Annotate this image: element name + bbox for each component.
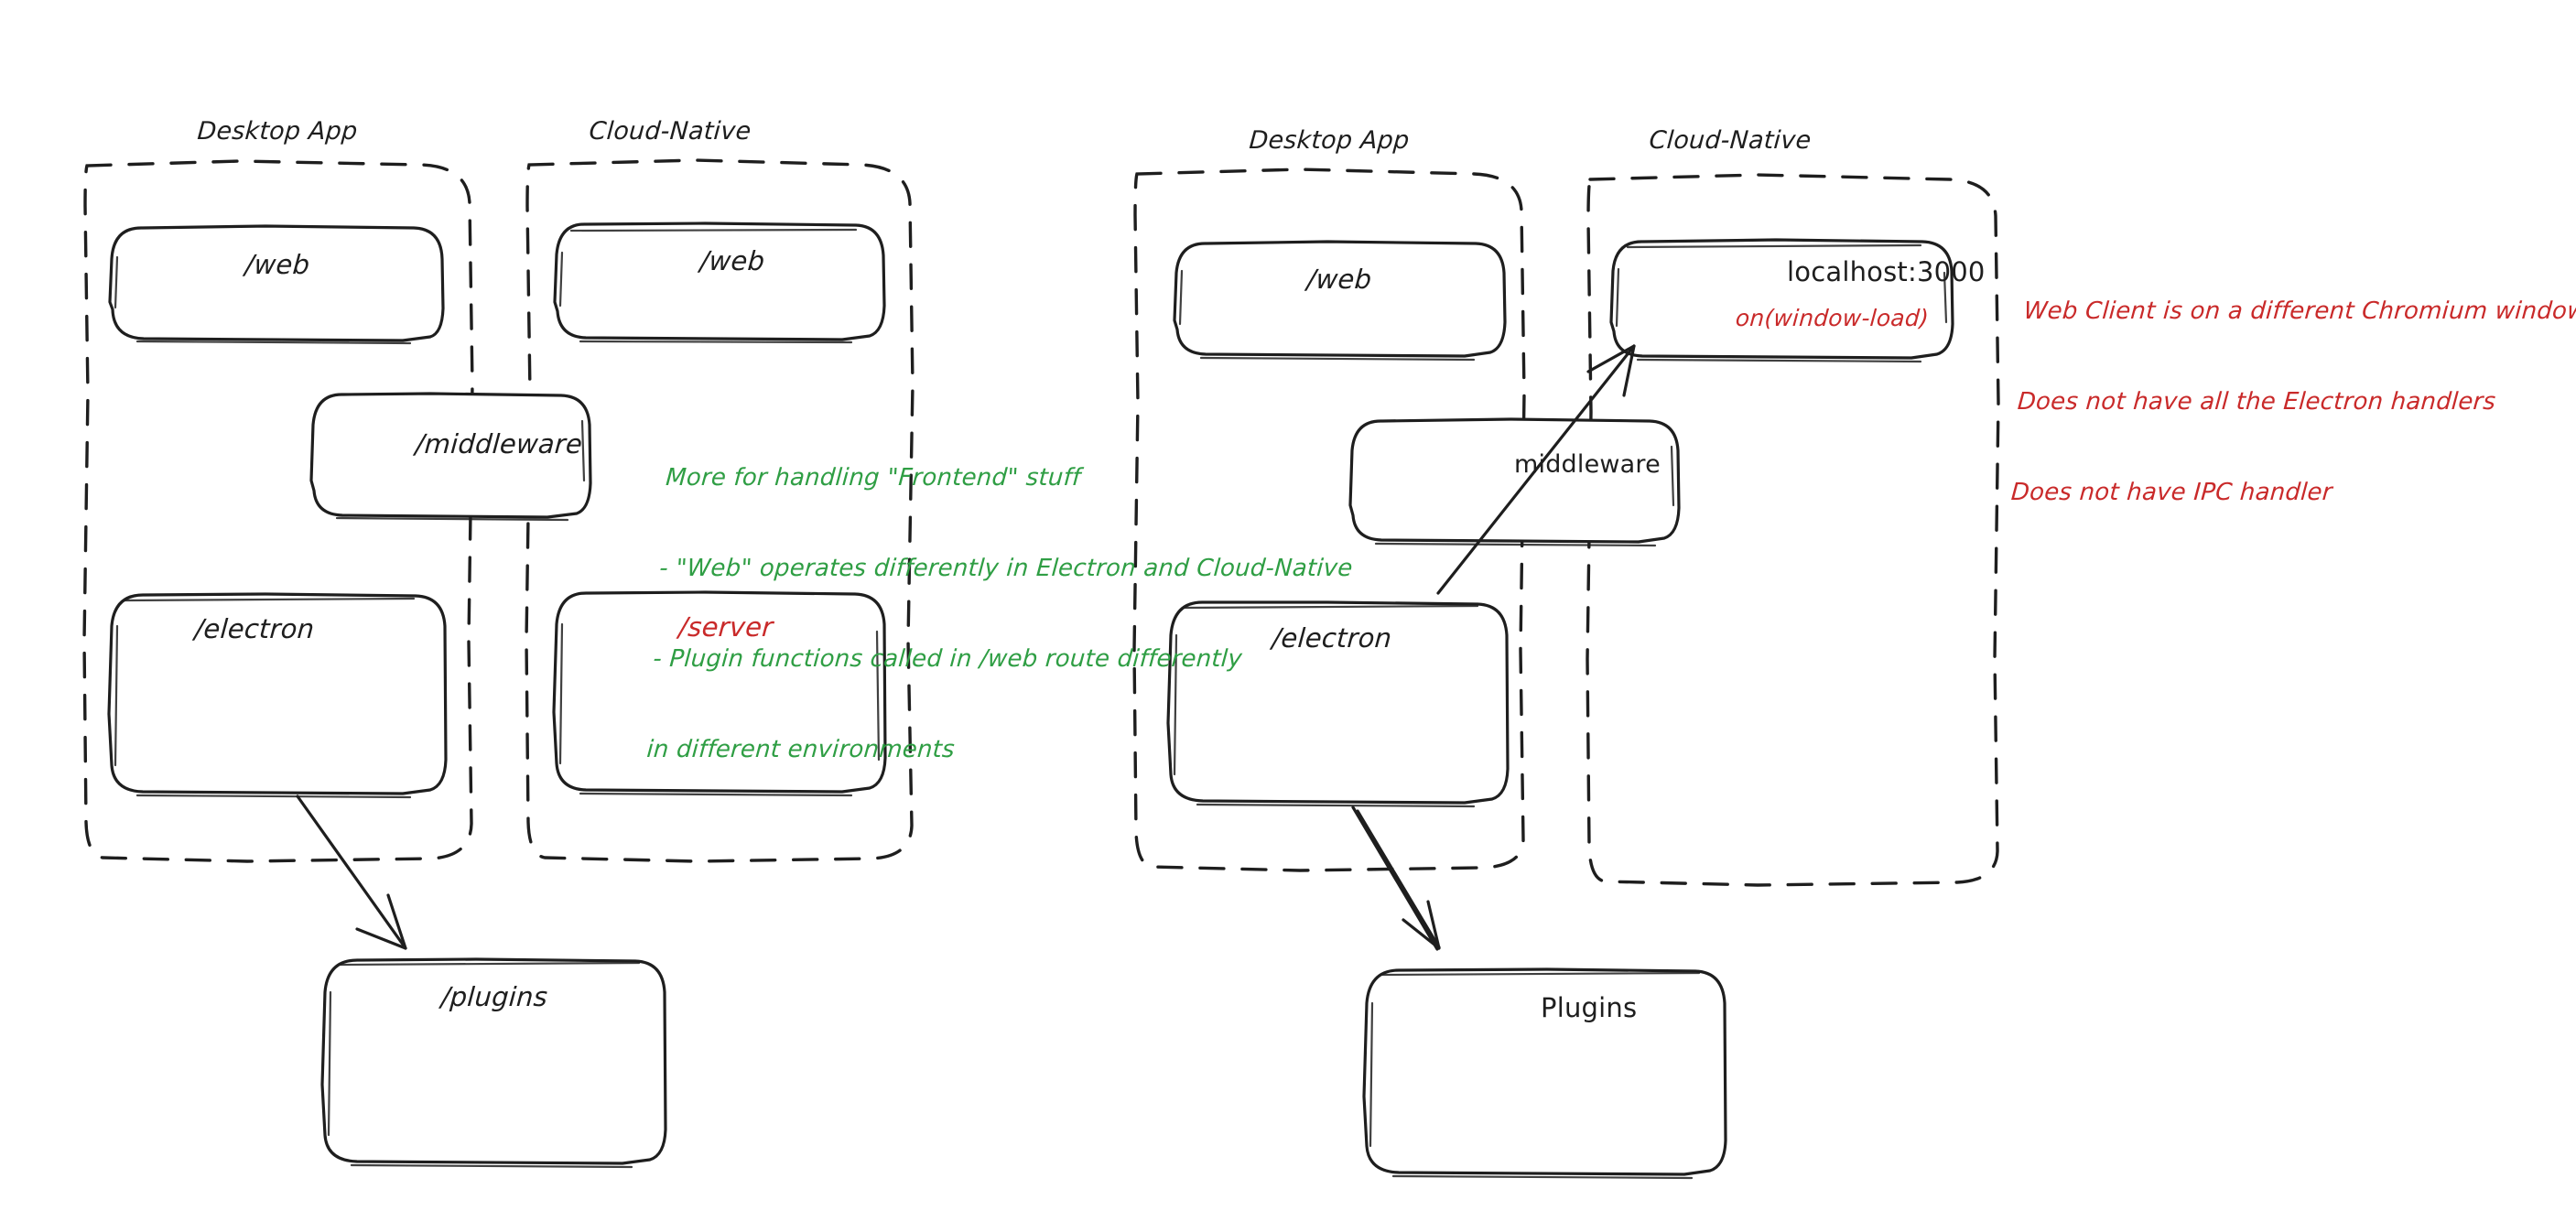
right-electron-box[interactable] bbox=[1166, 600, 1510, 808]
right-desktop-web-box[interactable] bbox=[1173, 240, 1507, 362]
left-cloud-web-box[interactable] bbox=[553, 222, 886, 344]
left-desktop-web-box[interactable] bbox=[108, 224, 445, 345]
left-server-box[interactable] bbox=[552, 590, 887, 797]
right-plugins-box[interactable] bbox=[1362, 967, 1727, 1180]
right-cloud-native-container bbox=[1586, 173, 2000, 887]
right-middleware-box[interactable] bbox=[1348, 417, 1681, 547]
right-electron-to-localhost-arrow bbox=[1436, 344, 1636, 595]
left-cloud-native-container bbox=[525, 158, 915, 863]
right-desktop-app-container bbox=[1132, 168, 1526, 872]
left-middleware-box[interactable] bbox=[309, 392, 592, 522]
left-plugins-box[interactable] bbox=[320, 957, 667, 1169]
left-electron-box[interactable] bbox=[107, 592, 448, 799]
right-electron-to-plugins-arrow bbox=[1351, 805, 1441, 951]
right-localhost-box[interactable] bbox=[1609, 238, 1954, 363]
left-desktop-app-container bbox=[82, 159, 474, 863]
left-electron-to-plugins-arrow bbox=[296, 794, 407, 950]
